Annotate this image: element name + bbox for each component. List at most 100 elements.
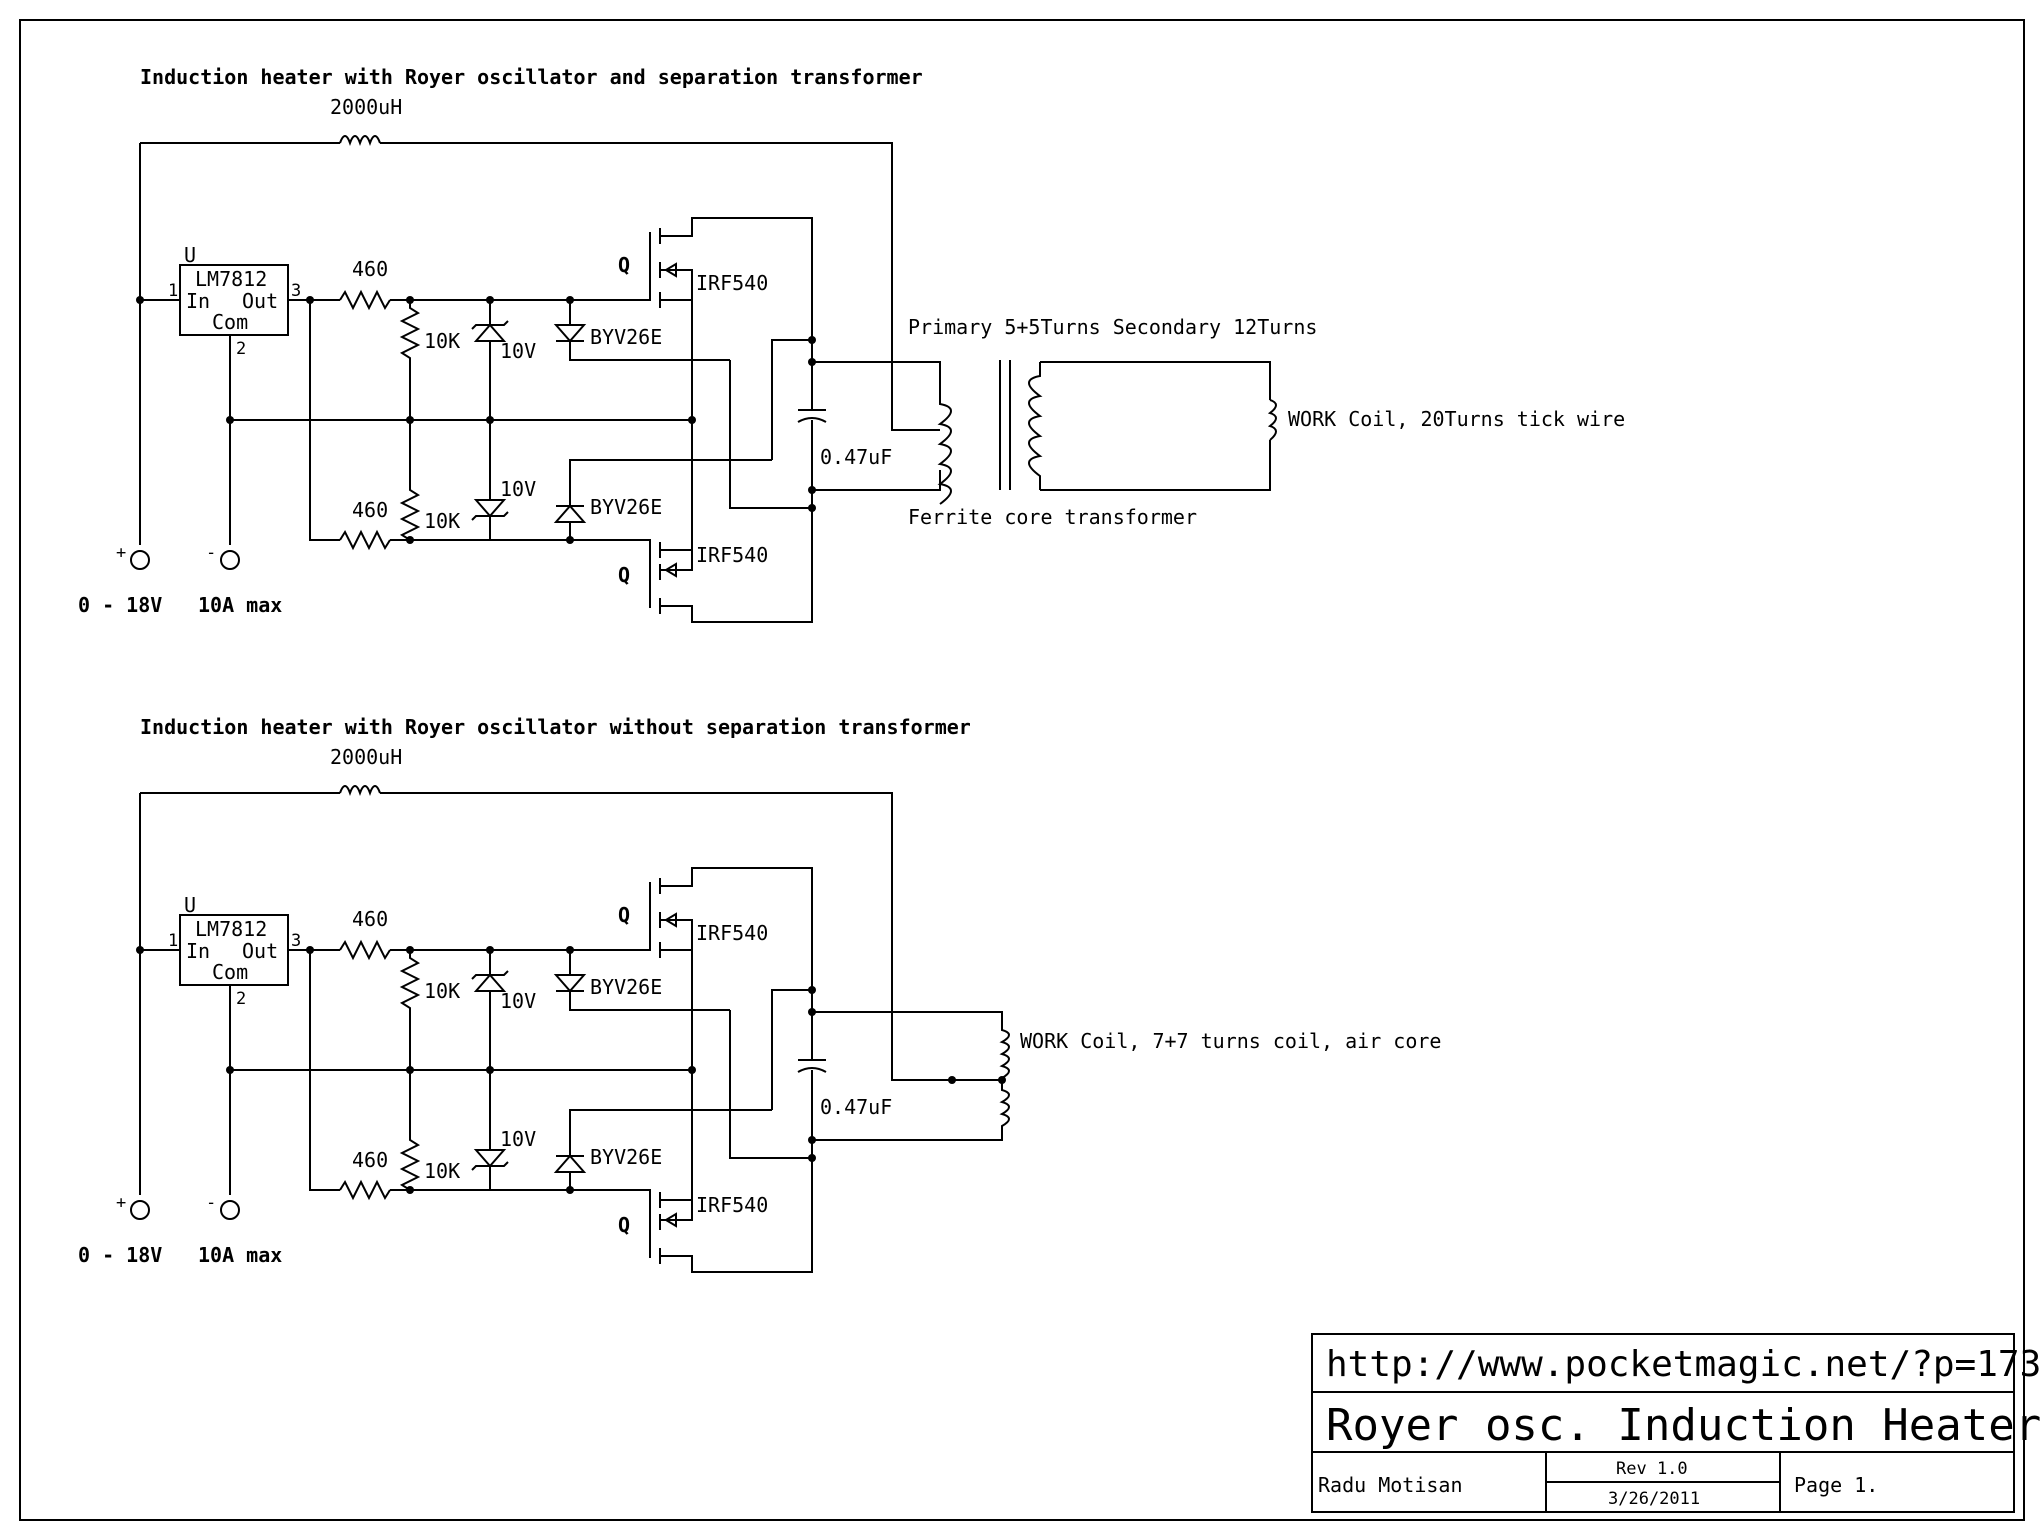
inductor-label: 2000uH (330, 745, 402, 769)
supply-current-label: 10A max (198, 593, 282, 617)
regulator-pin2: 2 (236, 339, 246, 359)
gate-resistor-bottom-label: 460 (352, 1148, 388, 1172)
voltage-regulator: U LM7812 In Out Com 1 3 2 (168, 243, 301, 359)
zener-top-label: 10V (500, 989, 536, 1013)
regulator-out: Out (242, 939, 278, 963)
mosfet-top-label: IRF540 (696, 921, 768, 945)
title-block: http://www.pocketmagic.net/?p=1731 Royer… (1311, 1333, 2040, 1513)
regulator-pin2: 2 (236, 989, 246, 1009)
regulator-in: In (186, 939, 210, 963)
title-block-author: Radu Motisan (1318, 1473, 1463, 1497)
diode-top (553, 300, 730, 361)
pull-resistor-bottom (399, 1070, 421, 1191)
inductor-label: 2000uH (330, 95, 402, 119)
transformer-label: Primary 5+5Turns Secondary 12Turns (908, 315, 1317, 339)
gate-resistor-bottom (339, 1179, 391, 1201)
regulator-in: In (186, 289, 210, 313)
terminal-plus: + (116, 1193, 150, 1220)
zener-bottom (471, 420, 509, 540)
diode-top-label: BYV26E (590, 325, 662, 349)
mosfet-top-ref: Q (618, 903, 630, 927)
mosfet-bottom-ref: Q (618, 1213, 630, 1237)
pull-resistor-bottom (399, 420, 421, 541)
regulator-out: Out (242, 289, 278, 313)
diode-bottom-label: BYV26E (590, 495, 662, 519)
voltage-regulator: U LM7812 In Out Com 1 3 2 (168, 893, 301, 1009)
mosfet-bottom (649, 420, 813, 623)
pull-resistor-top (399, 950, 421, 1070)
regulator-com: Com (212, 310, 248, 334)
gate-resistor-bottom-label: 460 (352, 498, 388, 522)
diode-top-label: BYV26E (590, 975, 662, 999)
mosfet-top-ref: Q (618, 253, 630, 277)
mosfet-bottom-label: IRF540 (696, 1193, 768, 1217)
zener-top (471, 950, 509, 1070)
gate-resistor-bottom (339, 529, 391, 551)
work-coil-label: WORK Coil, 20Turns tick wire (1288, 407, 1625, 431)
terminal-minus: - (206, 1193, 240, 1220)
choke-inductor (339, 135, 381, 146)
circuit-without-transformer: Induction heater with Royer oscillator w… (78, 715, 1441, 1273)
zener-bottom (471, 1070, 509, 1190)
regulator-pin3: 3 (291, 281, 301, 301)
svg-text:+: + (116, 543, 126, 563)
svg-text:-: - (206, 543, 216, 563)
title-block-page: Page 1. (1794, 1473, 1878, 1497)
zener-bottom-label: 10V (500, 1127, 536, 1151)
zener-bottom-label: 10V (500, 477, 536, 501)
diode-bottom (553, 459, 772, 540)
zener-top (471, 300, 509, 420)
gate-resistor-top (339, 939, 391, 961)
svg-text:-: - (206, 1193, 216, 1213)
regulator-pin1: 1 (168, 281, 178, 301)
svg-text:+: + (116, 1193, 126, 1213)
regulator-com: Com (212, 960, 248, 984)
ferrite-transformer (937, 360, 1277, 505)
circuit-with-transformer: Induction heater with Royer oscillator a… (78, 65, 1625, 623)
circuit-title: Induction heater with Royer oscillator w… (140, 715, 971, 739)
title-block-date: 3/26/2011 (1608, 1489, 1700, 1509)
pull-resistor-top-label: 10K (424, 979, 460, 1003)
capacitor-label: 0.47uF (820, 1095, 892, 1119)
tank-capacitor (797, 362, 827, 490)
regulator-ref: U (184, 893, 196, 917)
zener-top-label: 10V (500, 339, 536, 363)
pull-resistor-top-label: 10K (424, 329, 460, 353)
regulator-pin3: 3 (291, 931, 301, 951)
mosfet-bottom (649, 1070, 813, 1273)
pull-resistor-bottom-label: 10K (424, 1159, 460, 1183)
mosfet-top (649, 867, 813, 1070)
gate-resistor-top-label: 460 (352, 257, 388, 281)
supply-voltage-label: 0 - 18V (78, 593, 162, 617)
mosfet-top (649, 217, 813, 420)
mosfet-top-label: IRF540 (696, 271, 768, 295)
gate-resistor-top (339, 289, 391, 311)
title-block-title: Royer osc. Induction Heater (1326, 1400, 2040, 1451)
circuit-title: Induction heater with Royer oscillator a… (140, 65, 923, 89)
supply-voltage-label: 0 - 18V (78, 1243, 162, 1267)
sheet-border (19, 19, 2025, 1521)
diode-bottom-label: BYV26E (590, 1145, 662, 1169)
pull-resistor-bottom-label: 10K (424, 509, 460, 533)
diode-top (553, 950, 730, 1011)
transformer-core-label: Ferrite core transformer (908, 505, 1197, 529)
pull-resistor-top (399, 300, 421, 420)
work-coil-label: WORK Coil, 7+7 turns coil, air core (1020, 1029, 1441, 1053)
diode-bottom (553, 1109, 772, 1190)
regulator-ref: U (184, 243, 196, 267)
mosfet-bottom-label: IRF540 (696, 543, 768, 567)
title-block-rev: Rev 1.0 (1616, 1459, 1688, 1479)
terminal-minus: - (206, 543, 240, 570)
terminal-plus: + (116, 543, 150, 570)
regulator-part: LM7812 (195, 917, 267, 941)
regulator-part: LM7812 (195, 267, 267, 291)
work-coil-center-tapped (948, 1022, 1010, 1130)
tank-capacitor (797, 1012, 827, 1140)
supply-current-label: 10A max (198, 1243, 282, 1267)
gate-resistor-top-label: 460 (352, 907, 388, 931)
mosfet-bottom-ref: Q (618, 563, 630, 587)
regulator-pin1: 1 (168, 931, 178, 951)
capacitor-label: 0.47uF (820, 445, 892, 469)
title-block-url: http://www.pocketmagic.net/?p=1731 (1326, 1344, 2040, 1385)
